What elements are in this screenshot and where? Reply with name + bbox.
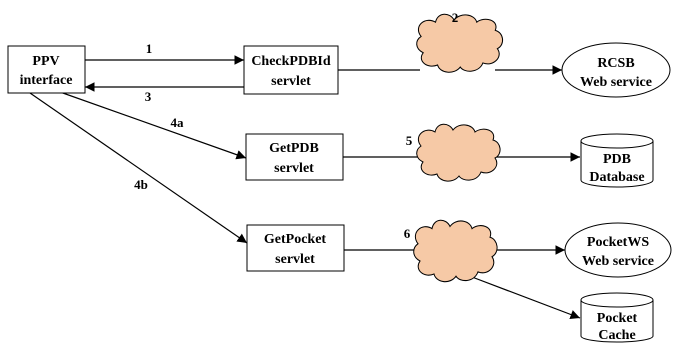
pocket-cache-label-line2: Cache — [598, 328, 635, 343]
pocket-cache-label-line1: Pocket — [597, 311, 638, 326]
edge-cloud6-to-pocketcache — [471, 276, 581, 320]
node-getpocket-servlet: GetPocket servlet — [246, 224, 345, 272]
rcsb-label-line2: Web service — [580, 75, 652, 90]
getpdb-label-line1: GetPDB — [269, 141, 319, 156]
node-checkpdbid-servlet: CheckPDBId servlet — [243, 45, 339, 95]
node-pocketws-web-service: PocketWS Web service — [564, 222, 672, 278]
node-ppv-interface: PPV interface — [7, 45, 86, 94]
edge-label-5: 5 — [406, 133, 413, 148]
getpdb-label-line2: servlet — [274, 161, 314, 176]
cloud-6 — [413, 219, 498, 283]
edge-label-3: 3 — [145, 89, 152, 104]
edge-4b-ppv-to-getpocket — [29, 92, 248, 244]
ppv-label-line2: interface — [20, 73, 73, 88]
pocketws-label-line1: PocketWS — [587, 235, 649, 250]
pocketws-label-line2: Web service — [582, 254, 654, 269]
cloud-5 — [416, 123, 501, 182]
cloud-2 — [416, 13, 504, 73]
node-pdb-database: PDB Database — [580, 133, 654, 188]
edge-label-4b: 4b — [134, 177, 148, 192]
ppv-label-line1: PPV — [32, 54, 59, 69]
edge-label-2: 2 — [452, 10, 459, 25]
edge-label-6: 6 — [404, 226, 411, 241]
pdb-label-line2: Database — [589, 170, 644, 185]
node-pocket-cache: Pocket Cache — [580, 292, 654, 343]
edge-label-4a: 4a — [171, 115, 185, 130]
node-rcsb-web-service: RCSB Web service — [561, 42, 671, 98]
node-getpdb-servlet: GetPDB servlet — [245, 133, 344, 181]
edge-4a-ppv-to-getpdb — [59, 91, 247, 160]
getpocket-label-line2: servlet — [275, 252, 315, 267]
pdb-label-line1: PDB — [603, 152, 631, 167]
edge-label-1: 1 — [146, 41, 153, 56]
checkpdbid-label-line1: CheckPDBId — [251, 54, 331, 69]
rcsb-label-line1: RCSB — [597, 56, 634, 71]
checkpdbid-label-line2: servlet — [271, 74, 311, 89]
getpocket-label-line1: GetPocket — [264, 232, 327, 247]
edges — [29, 55, 581, 320]
